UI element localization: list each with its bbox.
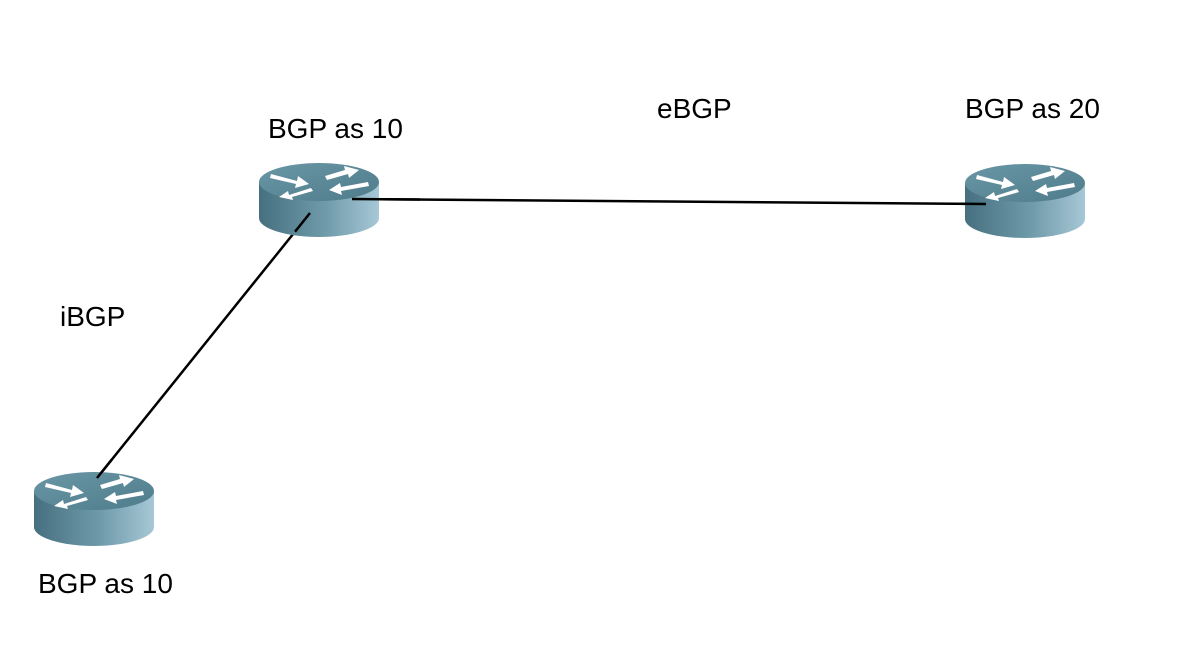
router-icon[interactable] bbox=[34, 472, 154, 546]
router-label: BGP as 20 bbox=[965, 93, 1100, 124]
link-ibgp bbox=[96, 212, 311, 479]
link-label-ibgp: iBGP bbox=[60, 301, 126, 332]
router-label: BGP as 10 bbox=[38, 568, 173, 599]
link-label-ebgp: eBGP bbox=[657, 93, 732, 124]
link-ebgp-end bbox=[351, 197, 421, 201]
router-label: BGP as 10 bbox=[268, 113, 403, 144]
link-ibgp-end bbox=[96, 458, 113, 479]
link-ibgp-end bbox=[294, 212, 311, 233]
router-icon[interactable] bbox=[965, 164, 1085, 238]
link-ebgp bbox=[351, 197, 987, 206]
